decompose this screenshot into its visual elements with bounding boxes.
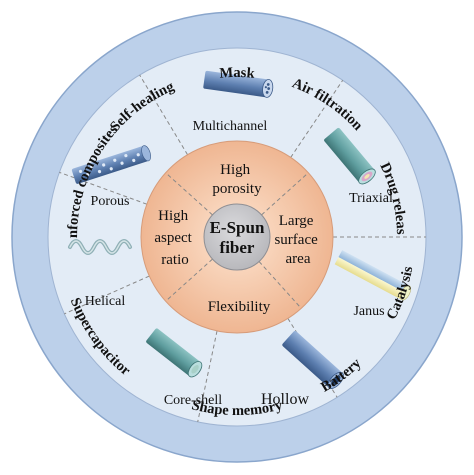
structure-label-porous: Porous <box>91 194 130 209</box>
structure-label-helical: Helical <box>85 294 126 309</box>
helical-fiber-icon <box>68 239 132 255</box>
structure-divider <box>64 275 150 315</box>
porous-fiber-icon <box>71 145 151 184</box>
structure-label-janus: Janus <box>353 304 384 319</box>
property-porosity: High porosity <box>212 162 262 197</box>
center-label-line2: fiber <box>220 238 255 257</box>
structure-label-multichannel: Multichannel <box>193 119 268 134</box>
property-divider <box>165 172 213 216</box>
application-label-mask: Mask <box>219 65 256 82</box>
center-disk <box>203 203 271 271</box>
structure-divider <box>59 171 147 205</box>
center-label-line1: E-Spun <box>210 218 265 237</box>
structure-divider <box>290 80 344 158</box>
structure-divider <box>139 74 188 155</box>
structure-label-core-shell: Core-shell <box>164 393 222 408</box>
application-label-shape-memory: Shape memory <box>190 397 285 419</box>
triaxial-fiber-icon <box>324 127 376 185</box>
janus-fiber-icon <box>334 250 412 301</box>
property-dividers <box>165 172 309 309</box>
property-aspect-ratio: High aspect ratio <box>154 208 195 268</box>
hollow-fiber-icon <box>282 330 344 389</box>
structure-label-triaxial: Triaxial <box>349 191 393 206</box>
multichannel-fiber-icon <box>203 70 274 98</box>
property-divider <box>258 261 302 309</box>
property-surface-area: Large surface area <box>274 213 321 267</box>
structure-label-hollow: Hollow <box>261 391 309 408</box>
structure-divider <box>197 330 218 422</box>
property-divider <box>261 172 309 216</box>
core-shell-fiber-icon <box>146 328 203 378</box>
property-divider <box>165 258 213 302</box>
property-flexibility: Flexibility <box>208 299 271 315</box>
